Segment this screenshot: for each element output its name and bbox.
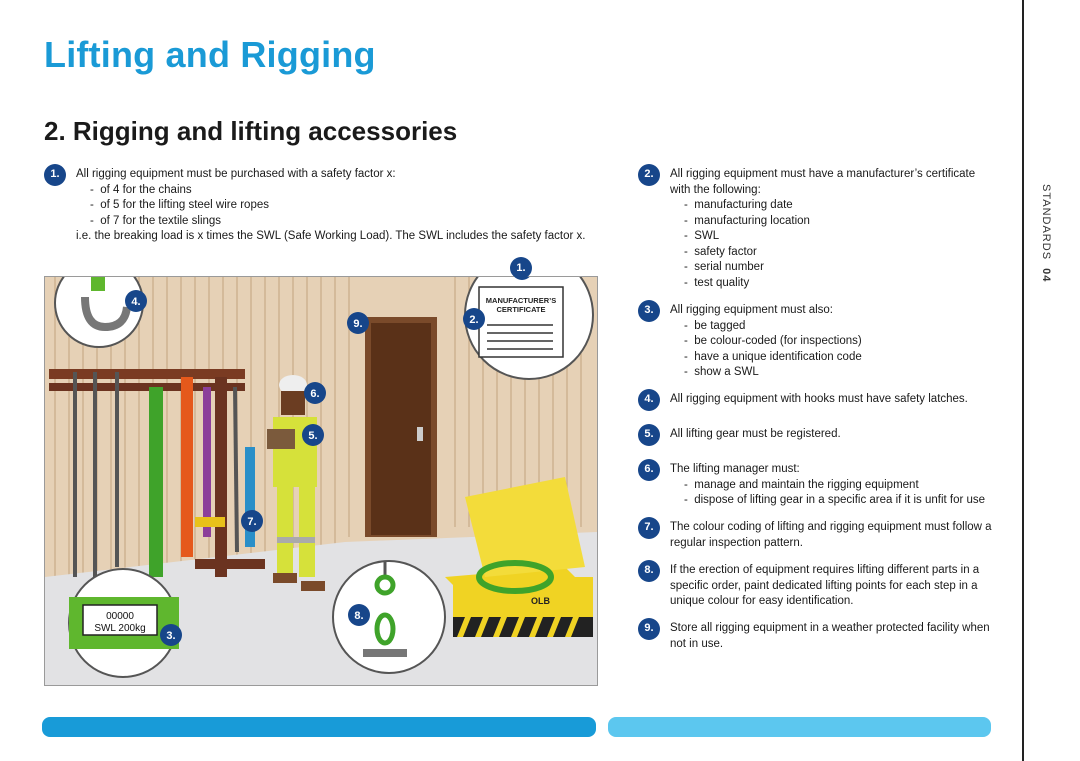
item-text: All rigging equipment must have a manufa…: [670, 168, 976, 196]
item-text: The colour coding of lifting and rigging…: [670, 521, 992, 549]
page-edge-line: [1022, 0, 1024, 761]
bullet: manufacturing date: [684, 198, 978, 214]
tag-code: 00000: [106, 611, 134, 622]
bullet: be colour-coded (for inspections): [684, 334, 978, 350]
callout-6: 6.: [304, 382, 326, 404]
tag-swl: SWL 200kg: [94, 623, 145, 634]
svg-text:3.: 3.: [166, 630, 175, 642]
item-number-badge: 9.: [638, 618, 660, 640]
callout-2: 2.: [463, 308, 485, 330]
callout-7: 7.: [241, 510, 263, 532]
list-item-4: 4. All rigging equipment with hooks must…: [638, 389, 988, 411]
svg-text:7.: 7.: [247, 516, 256, 528]
bullet: SWL: [684, 229, 978, 245]
item-text: All rigging equipment with hooks must ha…: [670, 393, 968, 405]
side-label-text: STANDARDS: [1040, 184, 1052, 261]
item-number-badge: 5.: [638, 424, 660, 446]
bullet: of 4 for the chains: [90, 183, 604, 199]
bullet: test quality: [684, 276, 978, 292]
item-number-badge: 2.: [638, 164, 660, 186]
list-item-2: 2. All rigging equipment must have a man…: [638, 164, 978, 292]
item-text: All rigging equipment must also:: [670, 304, 833, 316]
bullet: manage and maintain the rigging equipmen…: [684, 478, 998, 494]
item-number-badge: 7.: [638, 517, 660, 539]
bullet: be tagged: [684, 319, 978, 335]
list-item-7: 7. The colour coding of lifting and rigg…: [638, 517, 998, 551]
bullet: of 5 for the lifting steel wire ropes: [90, 198, 604, 214]
svg-text:5.: 5.: [308, 430, 317, 442]
item-text: All rigging equipment must be purchased …: [76, 168, 396, 180]
callout-4: 4.: [125, 290, 147, 312]
svg-text:9.: 9.: [353, 318, 362, 330]
item-text: The lifting manager must:: [670, 463, 800, 475]
rigging-storage-illustration: OLB MANUFACTURER’S CERTIFICATE 00000 SWL…: [44, 276, 598, 686]
svg-text:6.: 6.: [310, 388, 319, 400]
page-title: Lifting and Rigging: [44, 34, 376, 75]
callout-8: 8.: [348, 604, 370, 626]
item-number-badge: 8.: [638, 560, 660, 582]
svg-text:8.: 8.: [354, 610, 363, 622]
box-label: OLB: [531, 596, 550, 606]
svg-text:4.: 4.: [131, 296, 140, 308]
bullet: safety factor: [684, 245, 978, 261]
side-label: STANDARDS 04: [1040, 184, 1052, 282]
footer-bar-left: [42, 717, 596, 737]
svg-text:2.: 2.: [469, 314, 478, 326]
bullet: of 7 for the textile slings: [90, 214, 604, 230]
item-after-text: i.e. the breaking load is x times the SW…: [76, 230, 586, 242]
item-number-badge: 1.: [44, 164, 66, 186]
footer-bar-right: [608, 717, 991, 737]
certificate-label-2: CERTIFICATE: [496, 305, 545, 314]
item-text: If the erection of equipment requires li…: [670, 564, 980, 607]
callout-9: 9.: [347, 312, 369, 334]
list-item-1: 1. All rigging equipment must be purchas…: [44, 164, 604, 245]
bullet: dispose of lifting gear in a specific ar…: [684, 493, 998, 509]
section-title: 2. Rigging and lifting accessories: [44, 116, 458, 146]
callout-5: 5.: [302, 424, 324, 446]
certificate-label-1: MANUFACTURER’S: [486, 296, 556, 305]
callout-1: 1.: [510, 257, 532, 279]
list-item-3: 3. All rigging equipment must also: be t…: [638, 300, 978, 381]
item-text: All lifting gear must be registered.: [670, 428, 841, 440]
item-number-badge: 6.: [638, 459, 660, 481]
list-item-6: 6. The lifting manager must: manage and …: [638, 459, 998, 509]
item-text: Store all rigging equipment in a weather…: [670, 622, 990, 650]
list-item-9: 9. Store all rigging equipment in a weat…: [638, 618, 998, 652]
item-number-badge: 4.: [638, 389, 660, 411]
bullet: serial number: [684, 260, 978, 276]
item-number-badge: 3.: [638, 300, 660, 322]
side-label-page: 04: [1040, 268, 1052, 283]
bullet: show a SWL: [684, 365, 978, 381]
bullet: have a unique identification code: [684, 350, 978, 366]
list-item-5: 5. All lifting gear must be registered.: [638, 424, 988, 446]
callout-3: 3.: [160, 624, 182, 646]
bullet: manufacturing location: [684, 214, 978, 230]
list-item-8: 8. If the erection of equipment requires…: [638, 560, 998, 610]
